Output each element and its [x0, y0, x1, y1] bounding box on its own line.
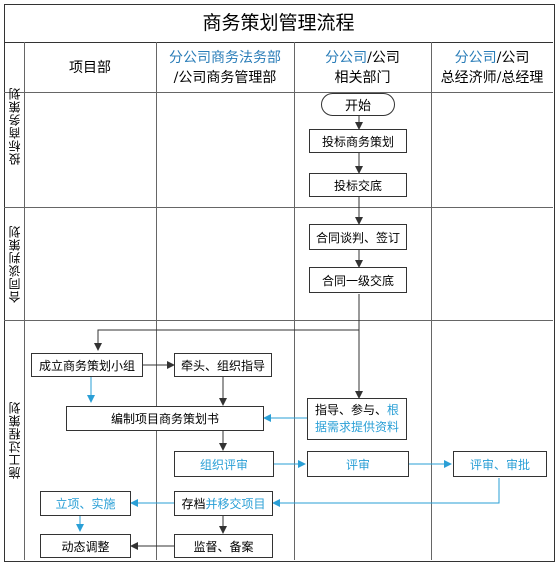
- archive-text: 并移交项目: [205, 497, 266, 511]
- project-exec-node: 立项、实施: [40, 491, 131, 516]
- column-header-label: 相关部门: [334, 70, 391, 86]
- guide-text: 据需求提供资料: [314, 420, 399, 434]
- grid-line: [156, 42, 157, 560]
- column-header-label: 分公司: [454, 50, 497, 66]
- flowchart-frame: [4, 4, 555, 562]
- column-header-label: 总经济师/总经理: [440, 70, 544, 86]
- org-review-node: 组织评审: [174, 451, 274, 477]
- supervise-node: 监督、备案: [174, 534, 273, 558]
- column-header-label: /公司: [496, 50, 530, 66]
- grid-line: [4, 207, 553, 208]
- compile-node: 编制项目商务策划书: [66, 406, 264, 431]
- archive-node: 存档并移交项目: [174, 491, 273, 516]
- grid-line: [4, 92, 553, 93]
- column-header-general-manager: 分公司/公司 总经济师/总经理: [431, 44, 553, 92]
- approve-node: 评审、审批: [453, 451, 547, 477]
- grid-line: [431, 42, 432, 560]
- column-header-project: 项目部: [24, 44, 156, 92]
- flowchart-title: 商务策划管理流程: [4, 4, 553, 43]
- grid-line: [294, 42, 295, 560]
- column-header-label: 分公司: [325, 50, 368, 66]
- grid-line: [24, 42, 25, 560]
- column-header-label: /公司商务管理部: [173, 70, 277, 86]
- negotiation-node: 合同谈判、签订: [309, 224, 407, 250]
- column-header-label: 分公司商务法务部: [169, 50, 281, 66]
- guide-node: 指导、参与、根 据需求提供资料: [307, 398, 407, 440]
- review-node: 评审: [307, 451, 409, 477]
- column-header-related-dept: 分公司/公司 相关部门: [294, 44, 431, 92]
- bid-plan-node: 投标商务策划: [309, 129, 407, 153]
- team-node: 成立商务策划小组: [31, 353, 143, 377]
- column-header-label: /公司: [367, 50, 400, 66]
- dynamic-node: 动态调整: [40, 534, 131, 558]
- lead-node: 牵头、组织指导: [174, 353, 272, 377]
- column-header-commerce-legal: 分公司商务法务部 /公司商务管理部: [156, 44, 294, 92]
- bid-handover-node: 投标交底: [309, 173, 407, 197]
- grid-line: [4, 320, 553, 321]
- archive-text: 存档: [181, 497, 206, 511]
- column-header-label: 项目部: [69, 60, 111, 76]
- start-node: 开始: [321, 93, 395, 116]
- guide-text: 根: [387, 403, 400, 417]
- contract-handover-node: 合同一级交底: [309, 267, 407, 293]
- guide-text: 指导、参与、: [314, 403, 387, 417]
